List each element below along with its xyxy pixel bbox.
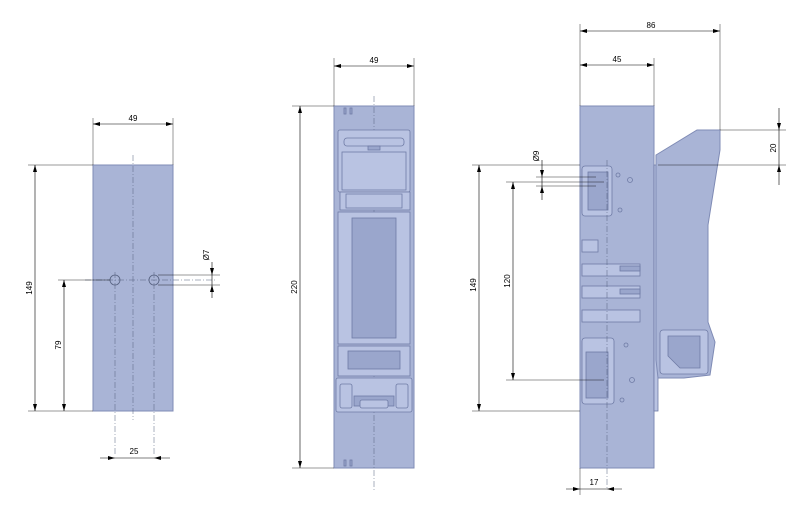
dim-hole-diameter-side: Ø9 xyxy=(532,150,541,161)
dim-height-side: 149 xyxy=(469,278,478,292)
dim-height-small: 149 xyxy=(25,281,34,295)
center-window xyxy=(351,217,397,339)
dim-top-offset: 20 xyxy=(769,143,778,152)
side-view: 86 45 20 Ø9 149 120 xyxy=(469,21,786,495)
dim-hole-height: 79 xyxy=(54,340,63,349)
lever-handle xyxy=(655,129,721,379)
front-view-large: 49 220 xyxy=(290,56,415,492)
dim-width-large: 49 xyxy=(370,56,379,65)
dim-hole-diameter-small: Ø7 xyxy=(202,249,211,260)
dim-body-depth: 45 xyxy=(613,55,622,64)
dim-hole-spacing-side: 120 xyxy=(503,274,512,288)
dim-hole-spacing: 25 xyxy=(130,447,139,456)
dim-total-depth: 86 xyxy=(647,21,656,30)
dim-height-large: 220 xyxy=(290,280,299,294)
dim-bottom-offset: 17 xyxy=(590,478,599,487)
front-view-small: 49 149 79 25 Ø7 xyxy=(25,114,220,460)
dim-width-small: 49 xyxy=(129,114,138,123)
